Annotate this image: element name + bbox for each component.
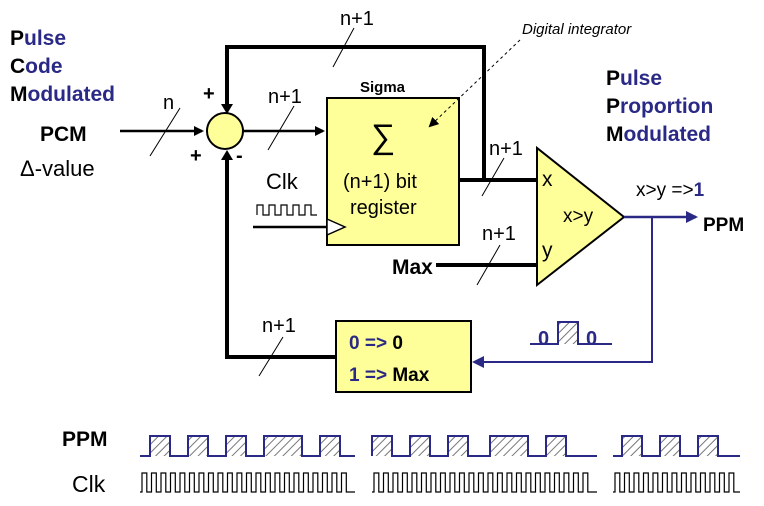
bus-slash-summer-out: [267, 105, 295, 151]
ppm-pulse: [320, 436, 340, 456]
summer-minus: -: [236, 145, 243, 167]
clk-wave-segment: [140, 472, 355, 493]
annotation-arrow: [428, 39, 521, 128]
bus-slash-input: [149, 107, 181, 157]
left-title-rest-2: ode: [25, 55, 62, 78]
right-title-rest-1: ulse: [620, 67, 662, 90]
mux-block: [335, 320, 472, 393]
right-title-cap-1: P: [606, 67, 620, 90]
mux-row-1-in: 0: [349, 333, 360, 354]
output-feedback-arrowhead: [472, 356, 484, 368]
ppm-pulse: [622, 436, 642, 456]
left-title-rest-1: ulse: [24, 27, 66, 50]
bus-label-max-in: n+1: [482, 223, 516, 245]
ppm-wave-segment: [613, 435, 740, 457]
ppm-pulse: [448, 436, 468, 456]
summer-plus-top: +: [203, 83, 215, 105]
ppm-pulse: [264, 436, 302, 456]
left-title-rest-3: odulated: [28, 83, 116, 106]
svg-text:Pulse: Pulse: [10, 27, 66, 50]
sigma-line-2: register: [350, 197, 417, 219]
mux-row-2-in: 1: [349, 365, 360, 386]
svg-text:Modulated: Modulated: [10, 83, 115, 106]
left-title-cap-3: M: [10, 83, 28, 106]
ppm-pulse: [660, 436, 680, 456]
clk-wave-segment: [372, 472, 597, 493]
left-title-cap-1: P: [10, 27, 24, 50]
mux-row-1-arrow: =>: [360, 333, 393, 354]
right-title-cap-3: M: [606, 123, 624, 146]
mux-row-2-out: Max: [392, 365, 429, 386]
comparator-rule: x>y =>1: [636, 180, 705, 201]
bus-slash-feedback-top: [332, 27, 355, 68]
timing-ppm-label: PPM: [62, 428, 108, 451]
clock-waveform-icon: [256, 204, 317, 216]
ppm-wave-segment: [140, 435, 355, 457]
bus-slash-max-in: [476, 244, 501, 286]
ppm-pulse: [546, 436, 566, 456]
sigma-title: Sigma: [360, 79, 406, 96]
sigma-symbol: ∑: [371, 118, 395, 156]
right-title-rest-3: odulated: [624, 123, 712, 146]
clk-timing-waveform: [140, 472, 740, 493]
bus-label-feedback-bottom: n+1: [262, 315, 296, 337]
pulse-label-left: 0: [538, 328, 549, 350]
mux-row-1: 0 => 0: [349, 333, 403, 354]
delta-value-label: Δ-value: [20, 156, 95, 181]
input-width-label: n: [163, 92, 174, 114]
bus-label-sigma-out: n+1: [489, 138, 523, 160]
summer-plus-left: +: [190, 145, 202, 167]
svg-text:Pulse: Pulse: [606, 67, 662, 90]
right-title-rest-2: roportion: [620, 95, 713, 118]
comparator: [536, 145, 626, 288]
pulse-label-right: 0: [586, 328, 597, 350]
sigma-line-1: (n+1) bit: [343, 171, 417, 193]
comparator-rule-prefix: x>y =>: [636, 180, 694, 201]
left-title: Pulse Code Modulated: [10, 27, 115, 106]
bus-label-feedback-top: n+1: [340, 8, 374, 30]
ppm-pulse: [226, 436, 246, 456]
pulse-hatch: [558, 322, 578, 344]
bus-label-summer-out: n+1: [268, 86, 302, 108]
comparator-op-label: x>y: [563, 206, 594, 227]
ppm-output-label: PPM: [703, 215, 744, 236]
ppm-pulse: [150, 436, 170, 456]
feedback-top-line: [225, 45, 486, 179]
right-title: Pulse Proportion Modulated: [606, 67, 713, 146]
pcm-label: PCM: [40, 123, 87, 146]
clk-input-label: Clk: [266, 169, 299, 194]
ppm-pulse: [188, 436, 208, 456]
feedback-bottom-arrowhead: [221, 150, 233, 160]
summing-junction: [206, 112, 244, 150]
ppm-wave-segment: [371, 435, 597, 457]
mux-row-2: 1 => Max: [349, 365, 430, 386]
pulse-icon: [530, 321, 612, 345]
comparator-x-label: x: [542, 168, 553, 191]
comparator-rule-value: 1: [694, 180, 705, 201]
feedback-bottom-line: [225, 158, 336, 359]
svg-text:Proportion: Proportion: [606, 95, 713, 118]
svg-text:Code: Code: [10, 55, 63, 78]
mux-row-2-arrow: =>: [360, 365, 393, 386]
left-title-cap-2: C: [10, 55, 25, 78]
mux-row-1-out: 0: [392, 333, 403, 354]
max-input-label: Max: [392, 256, 433, 279]
timing-clk-label: Clk: [72, 471, 106, 497]
comparator-y-label: y: [542, 239, 553, 262]
ppm-pulse: [372, 436, 392, 456]
output-feedback-line: [480, 217, 653, 363]
ppm-pulse: [698, 436, 718, 456]
ppm-pulse: [410, 436, 430, 456]
feedback-top-arrowhead: [221, 104, 233, 114]
digital-integrator-annotation: Digital integrator: [522, 21, 632, 38]
right-title-cap-2: P: [606, 95, 620, 118]
bus-slash-sigma-out: [481, 157, 505, 197]
clk-wave-segment: [613, 472, 740, 493]
ppm-timing-waveform: [140, 435, 740, 457]
bus-slash-feedback-bottom: [258, 336, 284, 377]
ppm-pulse: [490, 436, 528, 456]
svg-text:Modulated: Modulated: [606, 123, 711, 146]
